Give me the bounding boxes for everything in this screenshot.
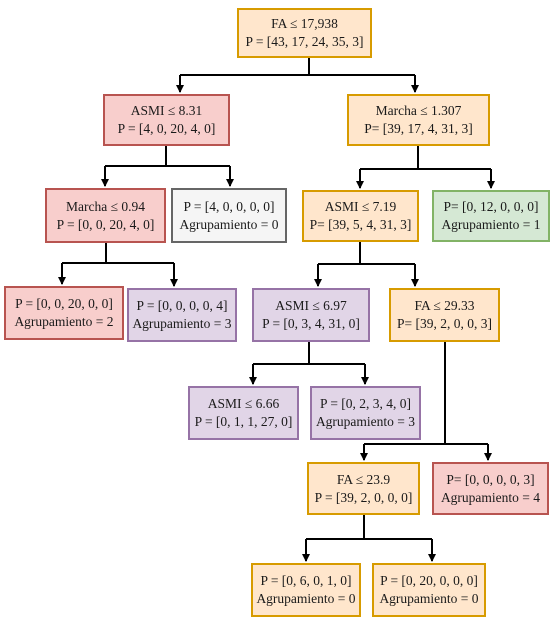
edge-asmi719-split — [318, 242, 415, 265]
edge-fa2933-split — [364, 342, 488, 445]
edge-marcha1307-split — [360, 146, 491, 170]
node-asmi-8-31-split: ASMI ≤ 8.31 P = [4, 0, 20, 4, 0] — [103, 94, 230, 146]
node-distribution: P= [39, 2, 0, 0, 3] — [397, 316, 492, 331]
node-distribution: P= [39, 17, 4, 31, 3] — [364, 121, 473, 136]
node-marcha-0-94-split: Marcha ≤ 0.94 P = [0, 0, 20, 4, 0] — [45, 188, 166, 243]
node-distribution: P= [39, 5, 4, 31, 3] — [309, 217, 412, 232]
leaf-distribution: P= [0, 12, 0, 0, 0] — [443, 199, 539, 214]
node-distribution: P = [0, 0, 20, 4, 0] — [56, 216, 155, 232]
node-condition: ASMI ≤ 6.97 — [275, 298, 347, 313]
edge-marcha094-split — [62, 243, 174, 264]
node-condition: Marcha ≤ 1.307 — [375, 103, 462, 118]
leaf-cluster-label: Agrupamiento = 0 — [179, 216, 279, 232]
edge-fa239-split — [306, 515, 432, 540]
node-root-fa-split: FA ≤ 17,938 P = [43, 17, 24, 35, 3] — [237, 8, 372, 58]
leaf-grupo-4-red: P= [0, 0, 0, 0, 3] Agrupamiento = 4 — [432, 462, 549, 515]
leaf-cluster-label: Agrupamiento = 3 — [132, 316, 232, 331]
node-condition: FA ≤ 29.33 — [414, 298, 475, 313]
leaf-grupo-1-green: P= [0, 12, 0, 0, 0] Agrupamiento = 1 — [432, 190, 550, 242]
leaf-distribution: P = [0, 6, 0, 1, 0] — [260, 573, 352, 588]
leaf-cluster-label: Agrupamiento = 2 — [14, 314, 114, 329]
node-condition: ASMI ≤ 7.19 — [324, 199, 397, 214]
node-condition: ASMI ≤ 6.66 — [207, 396, 280, 411]
leaf-grupo-0-orange-b: P = [0, 20, 0, 0, 0] Agrupamiento = 0 — [372, 563, 486, 617]
node-marcha-1-307-split: Marcha ≤ 1.307 P= [39, 17, 4, 31, 3] — [347, 94, 490, 146]
node-condition: FA ≤ 17,938 — [271, 16, 338, 31]
leaf-cluster-label: Agrupamiento = 0 — [379, 591, 479, 606]
edge-root-split — [180, 58, 415, 76]
node-fa-23-9-split: FA ≤ 23.9 P = [39, 2, 0, 0, 0] — [307, 462, 420, 515]
leaf-grupo-3-purple-b: P = [0, 2, 3, 4, 0] Agrupamiento = 3 — [310, 386, 421, 440]
leaf-grupo-2-red: P = [0, 0, 20, 0, 0] Agrupamiento = 2 — [4, 286, 124, 340]
leaf-cluster-label: Agrupamiento = 3 — [315, 414, 416, 429]
node-condition: FA ≤ 23.9 — [336, 471, 391, 487]
node-asmi-7-19-split: ASMI ≤ 7.19 P= [39, 5, 4, 31, 3] — [302, 190, 419, 242]
edge-asmi831-split — [105, 146, 230, 167]
leaf-distribution: P = [0, 0, 20, 0, 0] — [15, 296, 113, 311]
leaf-grupo-0-gray: P = [4, 0, 0, 0, 0] Agrupamiento = 0 — [171, 188, 287, 243]
leaf-cluster-label: Agrupamiento = 0 — [256, 591, 356, 606]
node-distribution: P = [4, 0, 20, 4, 0] — [117, 121, 216, 136]
node-distribution: P = [43, 17, 24, 35, 3] — [245, 34, 364, 49]
leaf-distribution: P = [0, 0, 0, 0, 4] — [136, 298, 228, 313]
leaf-distribution: P = [4, 0, 0, 0, 0] — [183, 198, 275, 214]
node-fa-29-33-split: FA ≤ 29.33 P= [39, 2, 0, 0, 3] — [389, 288, 500, 342]
node-asmi-6-97-split: ASMI ≤ 6.97 P = [0, 3, 4, 31, 0] — [252, 288, 370, 342]
node-distribution: P = [0, 1, 1, 27, 0] — [194, 414, 293, 429]
node-distribution: P = [0, 3, 4, 31, 0] — [262, 316, 360, 331]
leaf-cluster-label: Agrupamiento = 4 — [440, 489, 541, 505]
leaf-grupo-0-orange-a: P = [0, 6, 0, 1, 0] Agrupamiento = 0 — [251, 563, 361, 617]
edge-asmi697-split — [253, 342, 365, 365]
leaf-distribution: P= [0, 0, 0, 0, 3] — [446, 471, 535, 487]
node-condition: ASMI ≤ 8.31 — [130, 103, 203, 118]
node-asmi-6-66-split: ASMI ≤ 6.66 P = [0, 1, 1, 27, 0] — [188, 386, 299, 440]
leaf-cluster-label: Agrupamiento = 1 — [441, 217, 541, 232]
leaf-grupo-3-purple-a: P = [0, 0, 0, 0, 4] Agrupamiento = 3 — [127, 288, 237, 342]
leaf-distribution: P = [0, 2, 3, 4, 0] — [319, 396, 412, 411]
leaf-distribution: P = [0, 20, 0, 0, 0] — [380, 573, 478, 588]
node-distribution: P = [39, 2, 0, 0, 0] — [314, 489, 413, 505]
node-condition: Marcha ≤ 0.94 — [65, 198, 145, 214]
